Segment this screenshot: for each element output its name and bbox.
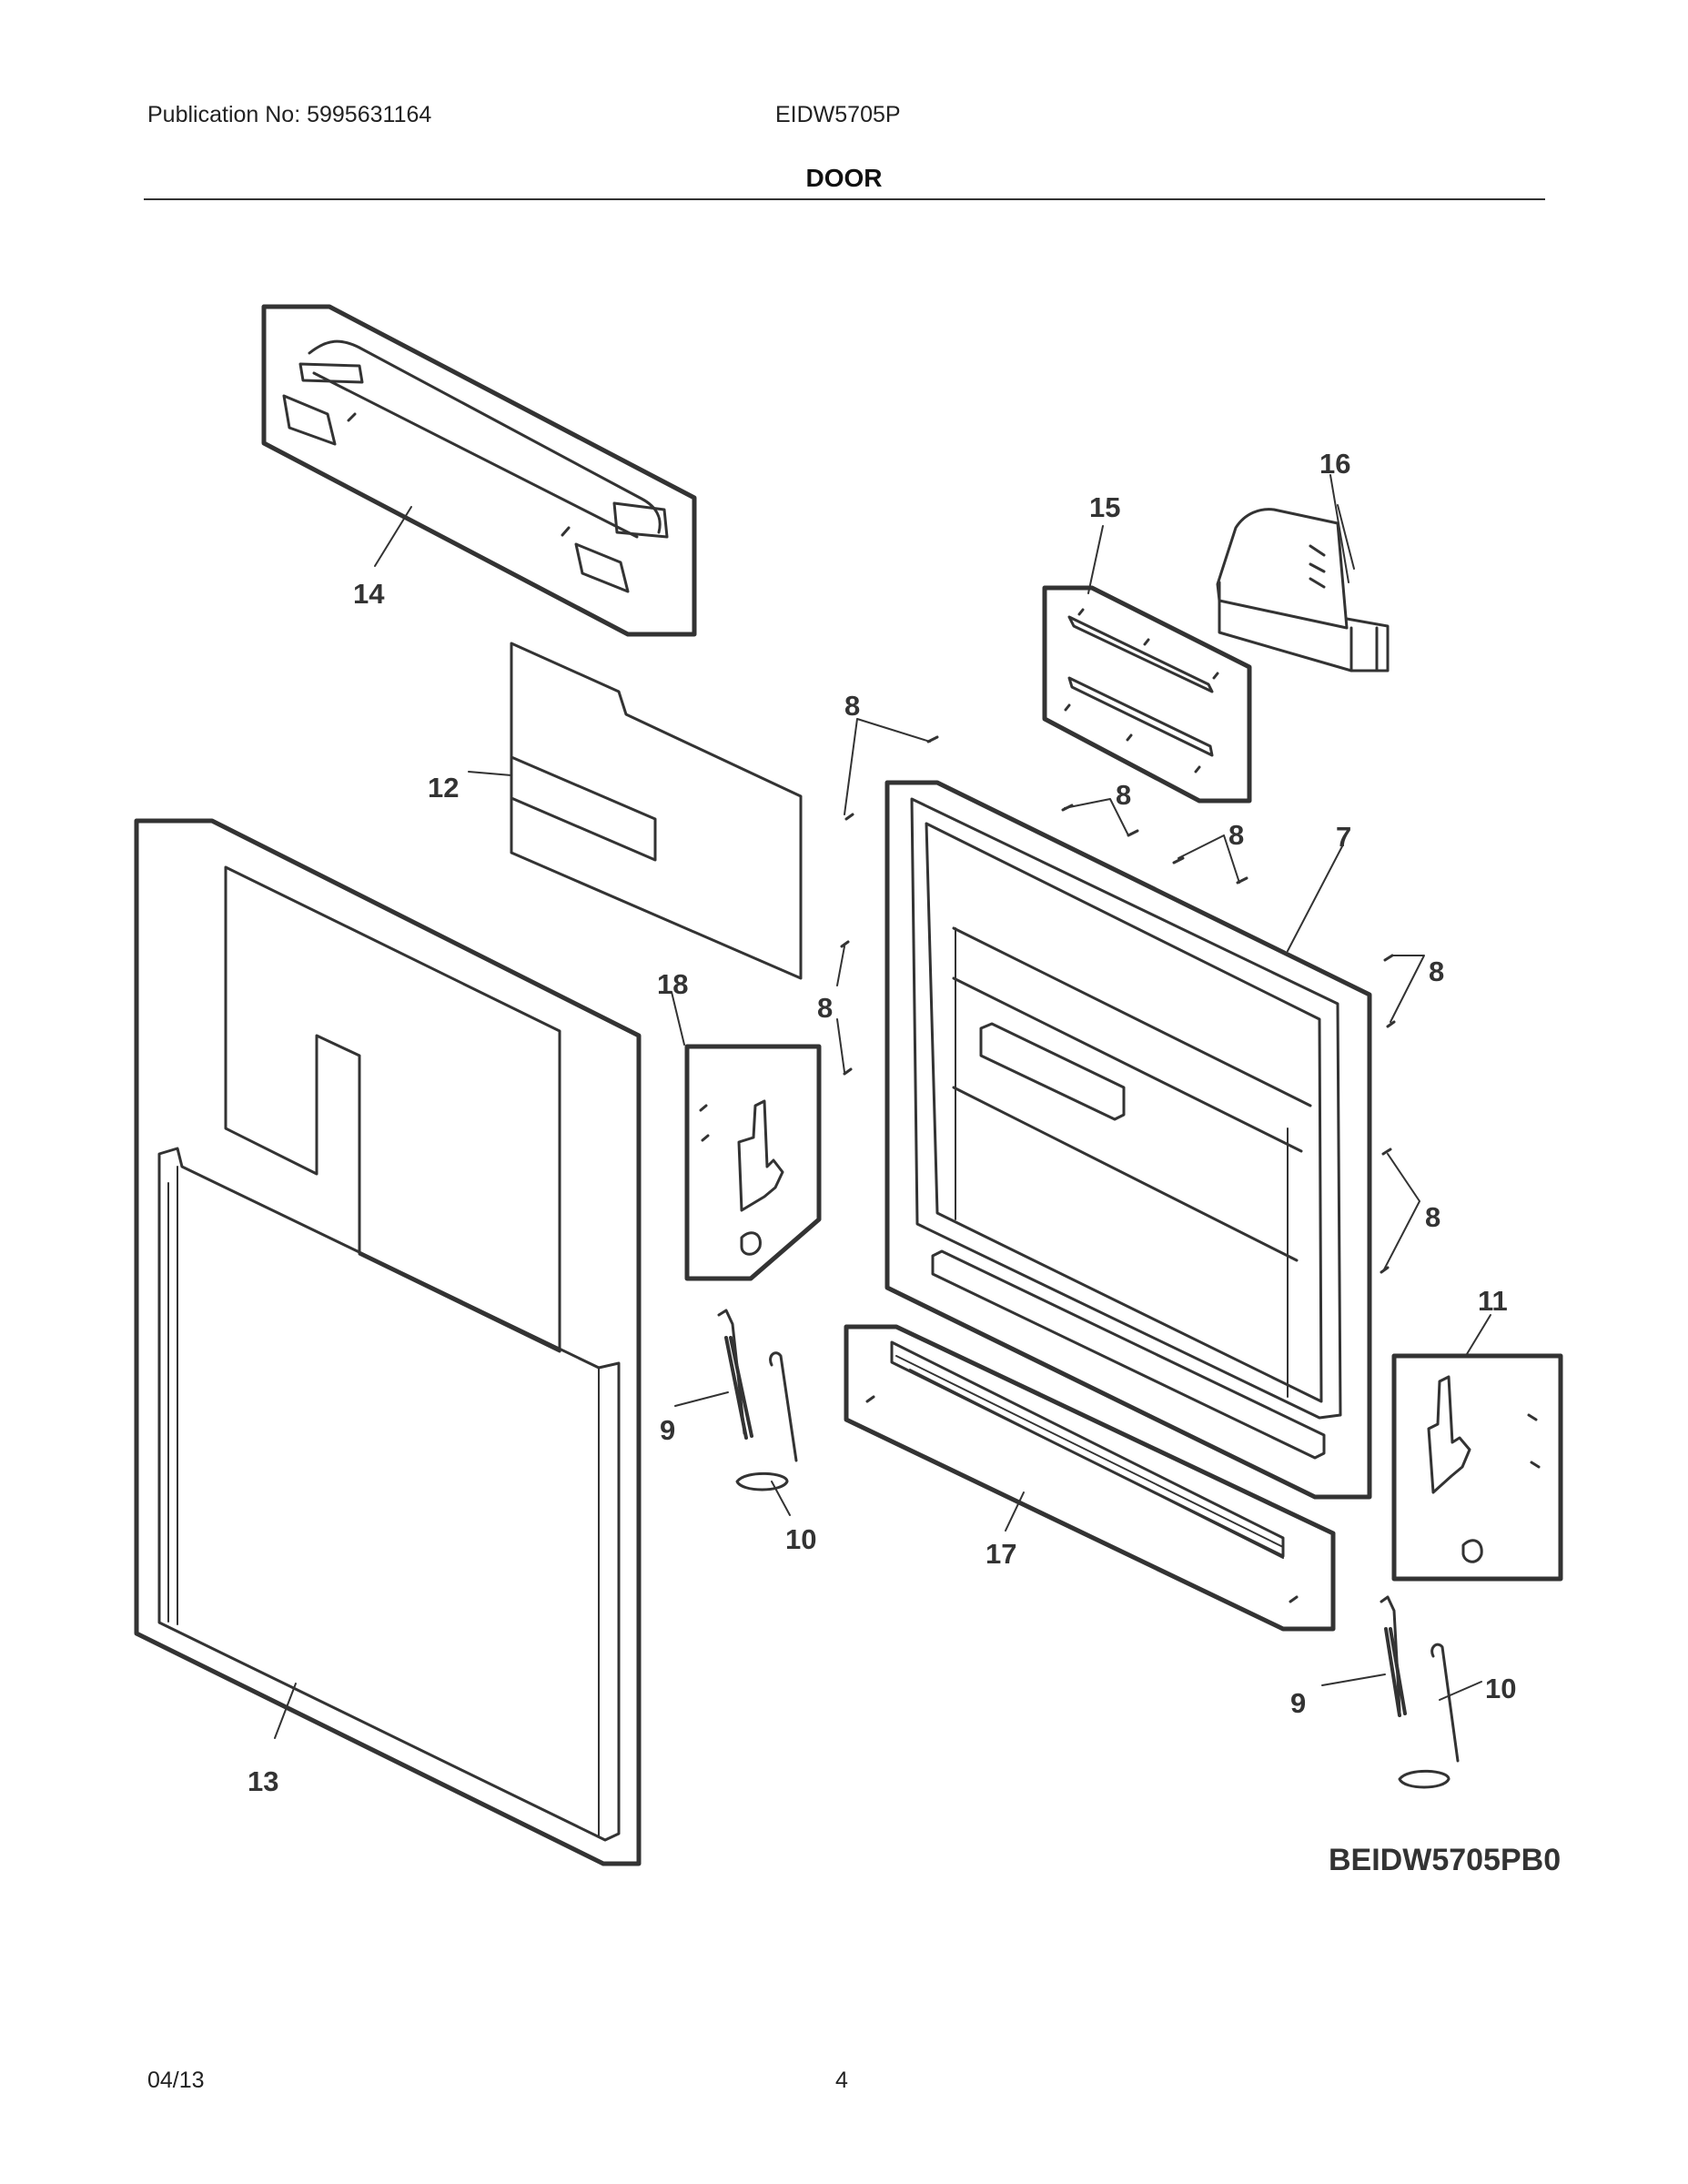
callout-8-c: 8 xyxy=(1228,819,1244,851)
publication-date: 04/13 xyxy=(147,2068,205,2093)
callout-12: 12 xyxy=(428,772,459,804)
callout-numbers: 14 16 15 12 8 8 8 7 8 8 18 8 11 9 10 17 … xyxy=(248,448,1516,1797)
part-10-link-left xyxy=(735,1351,798,1491)
callout-9-a: 9 xyxy=(660,1414,675,1446)
part-7-inner-door xyxy=(884,780,1372,1500)
section-title: DOOR xyxy=(805,164,883,192)
callout-8-e: 8 xyxy=(817,992,833,1024)
callout-15: 15 xyxy=(1089,491,1120,523)
part-17-rail-group xyxy=(844,1324,1336,1632)
callout-18: 18 xyxy=(657,968,688,1000)
page-number: 4 xyxy=(835,2068,848,2093)
callout-16: 16 xyxy=(1319,448,1350,480)
part-11-hinge-group xyxy=(1391,1353,1563,1582)
callout-10-b: 10 xyxy=(1485,1673,1516,1704)
callout-11: 11 xyxy=(1478,1285,1508,1317)
diagram-code: BEIDW5705PB0 xyxy=(1329,1843,1561,1877)
header-divider xyxy=(144,198,1545,200)
callout-17: 17 xyxy=(986,1538,1016,1570)
callout-9-b: 9 xyxy=(1290,1687,1306,1719)
part-18-hinge-group xyxy=(684,1044,822,1281)
part-14-handle-group xyxy=(261,304,697,637)
callout-14: 14 xyxy=(353,578,385,610)
part-9-spring-left xyxy=(717,1309,753,1440)
callout-7: 7 xyxy=(1336,821,1351,853)
part-13-outer-door xyxy=(134,818,642,1866)
callout-8-d: 8 xyxy=(1429,956,1444,987)
callout-8-f: 8 xyxy=(1425,1201,1440,1233)
part-9-spring-right xyxy=(1380,1595,1407,1717)
callout-13: 13 xyxy=(248,1765,278,1797)
part-12-panels xyxy=(510,642,803,980)
part-15-bracket-group xyxy=(1042,585,1252,804)
part-16-control-panel xyxy=(1216,504,1390,672)
callout-leader-lines xyxy=(274,474,1491,1739)
callout-8-a: 8 xyxy=(844,690,860,722)
part-10-link-right xyxy=(1398,1643,1460,1789)
callout-8-b: 8 xyxy=(1116,779,1131,811)
publication-number: Publication No: 5995631164 xyxy=(147,102,432,127)
callout-10-a: 10 xyxy=(785,1523,816,1555)
model-number: EIDW5705P xyxy=(775,102,901,127)
part-8-screws xyxy=(840,735,1396,1274)
